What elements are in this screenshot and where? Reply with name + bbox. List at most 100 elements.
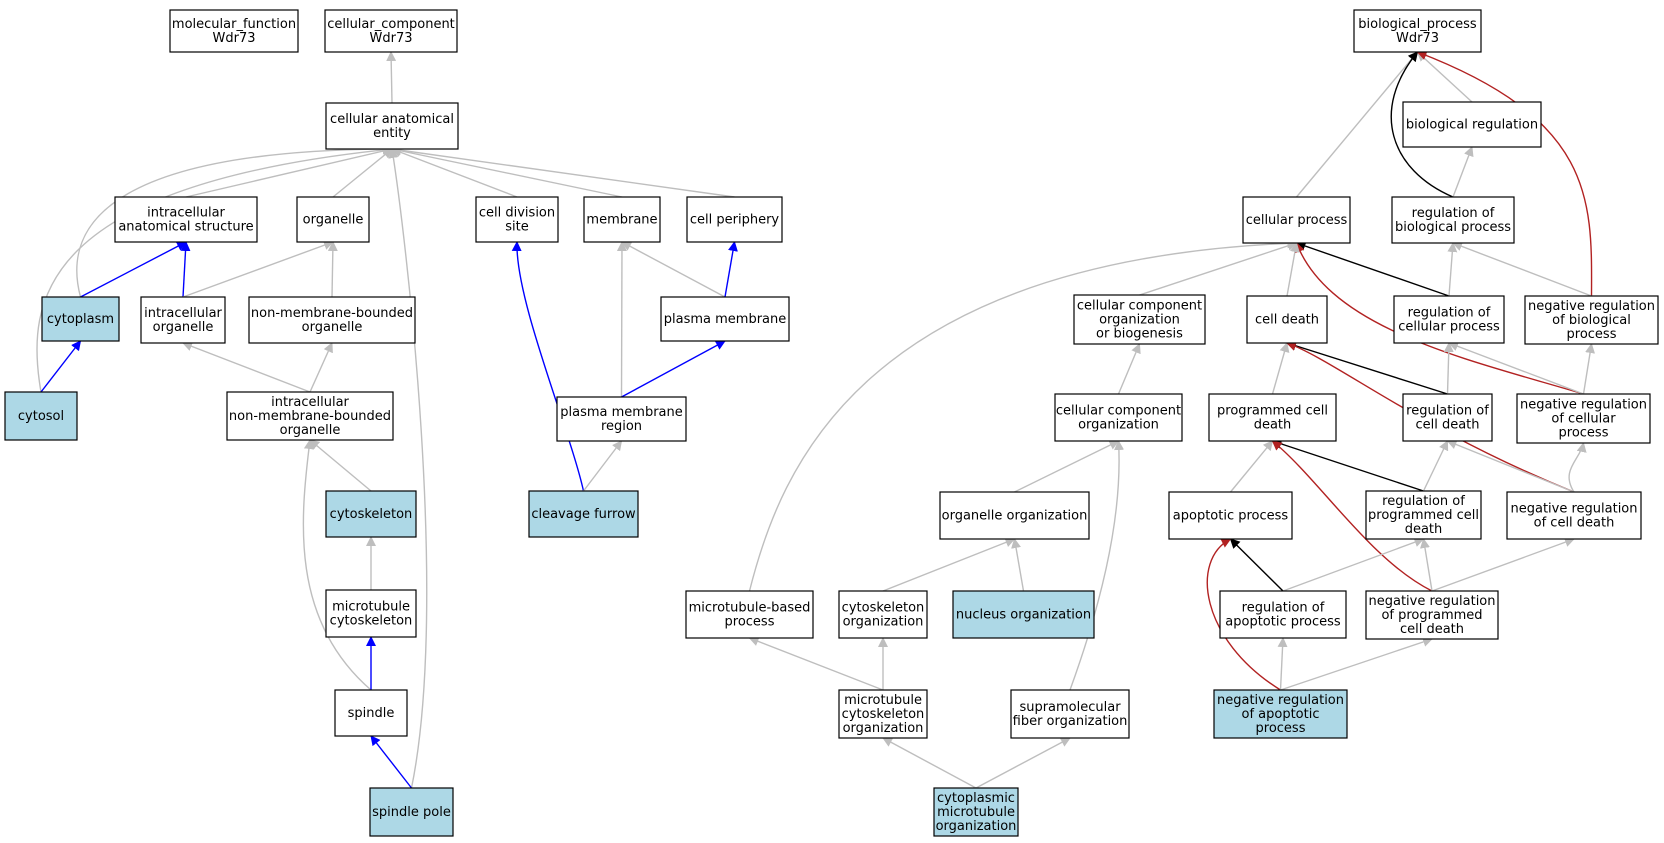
node-label-line: biological regulation — [1406, 117, 1538, 132]
go-term-node-sp[interactable]: spindle pole — [369, 787, 454, 837]
node-box — [1073, 294, 1206, 345]
node-label-line: negative regulation — [1510, 501, 1637, 516]
node-box — [1524, 295, 1659, 345]
edge-is-a-cmto-to-mtcso — [882, 737, 977, 789]
edge-part-of-cf-to-cds — [511, 241, 585, 492]
node-label-line: organization — [843, 614, 924, 629]
go-term-node-cysk[interactable]: cytoskeleton — [325, 490, 417, 538]
go-term-node-oo[interactable]: organelle organization — [939, 491, 1090, 540]
node-label-line: of biological — [1552, 313, 1631, 328]
edge-is-a-cp-to-bp — [1295, 51, 1419, 198]
edge-negatively-regulates-nrbp-to-bp — [1416, 50, 1593, 297]
node-label-line: cytoskeleton — [330, 613, 413, 628]
node-box — [248, 296, 416, 344]
edge-negatively-regulates-nrcd-to-cd — [1286, 341, 1575, 493]
go-term-node-cper[interactable]: cell periphery — [686, 196, 783, 243]
edge-regulates-rap-to-ap — [1229, 538, 1284, 592]
node-label-line: cellular anatomical — [330, 112, 454, 127]
node-box — [1054, 393, 1183, 442]
node-box — [325, 490, 417, 538]
node-label-line: organelle organization — [942, 508, 1088, 523]
go-term-node-no[interactable]: nucleus organization — [952, 590, 1095, 639]
node-box — [583, 196, 661, 243]
node-label-line: non-membrane-bounded — [251, 306, 413, 321]
node-label-line: of cell death — [1534, 515, 1615, 530]
node-label-line: process — [1567, 327, 1617, 342]
node-box — [4, 391, 78, 441]
edge-is-a-rap-to-rpcd — [1282, 537, 1425, 592]
edge-part-of-cytosol-to-cyt — [40, 340, 82, 393]
node-label-line: Wdr73 — [370, 31, 413, 46]
node-box — [1391, 196, 1515, 244]
go-term-node-org[interactable]: organelle — [296, 196, 370, 243]
edge-is-a-nrbp-to-rbp — [1452, 241, 1592, 297]
node-box — [1246, 295, 1328, 344]
node-label-line: microtubule — [937, 805, 1015, 820]
edge-is-a-cysk-to-inmbo — [309, 439, 372, 492]
node-label-line: process — [725, 614, 775, 629]
node-label-line: apoptotic process — [1173, 508, 1289, 523]
go-term-node-inmbo[interactable]: intracellularnon-membrane-boundedorganel… — [226, 391, 394, 441]
go-term-node-cytosol[interactable]: cytosol — [4, 391, 78, 441]
go-term-node-cf[interactable]: cleavage furrow — [528, 490, 639, 538]
node-label-line: cytoskeleton — [330, 507, 413, 522]
go-term-node-ap[interactable]: apoptotic process — [1168, 491, 1293, 540]
node-box — [1353, 9, 1482, 53]
go-term-node-breg[interactable]: biological regulation — [1402, 101, 1542, 148]
go-term-node-cp[interactable]: cellular process — [1242, 196, 1351, 244]
node-label-line: cellular component — [1077, 298, 1202, 313]
go-term-node-pm[interactable]: plasma membrane — [660, 296, 790, 342]
node-label-line: cytosol — [18, 409, 64, 424]
go-term-node-spindle[interactable]: spindle — [334, 689, 408, 737]
node-label-line: cell death — [1400, 622, 1464, 637]
edge-is-a-inmbo-to-iorg — [182, 341, 311, 393]
edge-is-a-pcd-to-cd — [1271, 342, 1290, 395]
node-label-line: cellular_component — [327, 17, 455, 32]
node-box — [226, 391, 394, 441]
edge-is-a-mtcso-to-mtbp — [748, 636, 884, 691]
node-label-line: cytoplasm — [47, 312, 114, 327]
go-term-node-mem[interactable]: membrane — [583, 196, 661, 243]
go-term-node-cd[interactable]: cell death — [1246, 295, 1328, 344]
node-label-line: organelle — [302, 320, 363, 335]
node-label-line: microtubule-based — [689, 600, 811, 615]
edge-negatively-regulates-nrpcd-to-pcd — [1271, 440, 1433, 592]
edge-is-a-sp-to-cae — [388, 148, 428, 789]
node-label-line: intracellular — [144, 306, 222, 321]
node-label-line: cell death — [1255, 312, 1319, 327]
node-label-line: site — [505, 219, 528, 234]
go-term-node-cyt[interactable]: cytoplasm — [41, 296, 120, 342]
node-label-line: intracellular — [147, 205, 225, 220]
node-box — [1208, 393, 1337, 442]
node-label-line: cellular process — [1246, 213, 1348, 228]
